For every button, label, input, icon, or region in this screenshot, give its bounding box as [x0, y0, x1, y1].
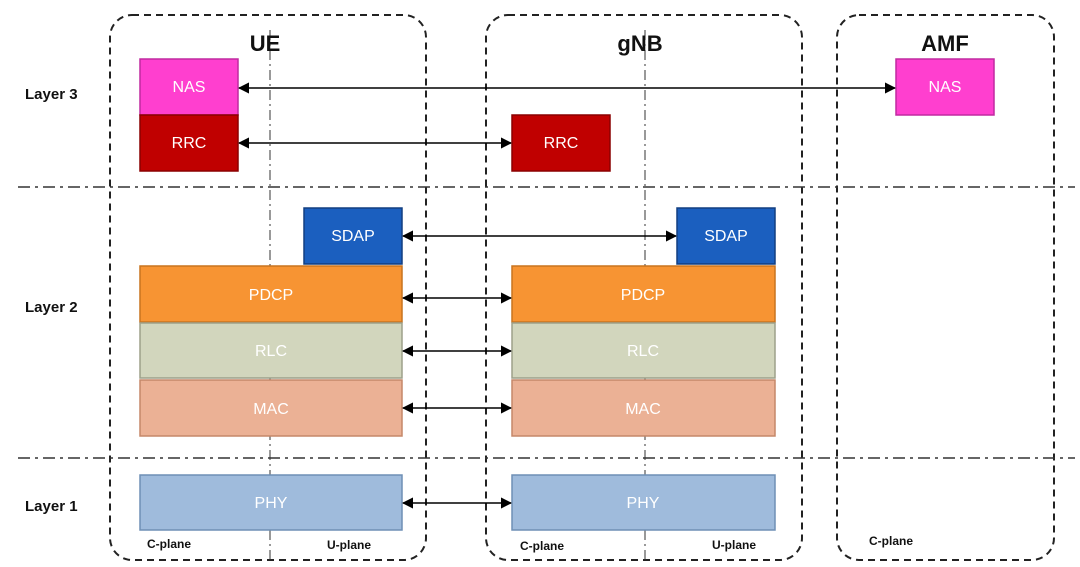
gnb-sdap-box: SDAP [676, 207, 776, 265]
gnb-rrc-label: RRC [544, 135, 579, 152]
ue-rlc-label: RLC [255, 343, 287, 360]
amf-nas-label: NAS [929, 79, 962, 96]
ue-phy-box: PHY [139, 474, 403, 531]
ue-nas-box: NAS [139, 58, 239, 116]
ue-uplane-label: U-plane [327, 538, 371, 552]
ue-mac-box: MAC [139, 379, 403, 437]
ue-sdap-label: SDAP [331, 228, 375, 245]
ue-rlc-box: RLC [139, 322, 403, 379]
gnb-rlc-label: RLC [627, 343, 659, 360]
ue-phy-label: PHY [255, 495, 288, 512]
gnb-mac-rect [511, 379, 776, 437]
gnb-sdap-label: SDAP [704, 228, 748, 245]
ue-pdcp-box: PDCP [139, 265, 403, 323]
layer2-label: Layer 2 [25, 299, 78, 316]
gnb-container [485, 14, 803, 561]
amf-title: AMF [921, 31, 969, 56]
ue-phy-rect [139, 474, 403, 531]
gnb-title: gNB [617, 31, 662, 56]
gnb-uplane-label: U-plane [712, 538, 756, 552]
ue-mac-rect [139, 379, 403, 437]
gnb-phy-box: PHY [511, 474, 776, 531]
gnb-rlc-rect [511, 322, 776, 379]
gnb-rrc-box: RRC [511, 114, 611, 172]
gnb-rrc-rect [511, 114, 611, 172]
amf-nas-box: NAS [895, 58, 995, 116]
ue-mac-label: MAC [253, 401, 289, 418]
layer1-label: Layer 1 [25, 498, 78, 515]
ue-cplane-label: C-plane [147, 537, 191, 551]
ue-pdcp-label: PDCP [249, 287, 293, 304]
ue-rrc-label: RRC [172, 135, 207, 152]
ue-sdap-box: SDAP [303, 207, 403, 265]
gnb-cplane-label: C-plane [520, 539, 564, 553]
gnb-phy-rect [511, 474, 776, 531]
gnb-sdap-rect [676, 207, 776, 265]
gnb-pdcp-box: PDCP [511, 265, 776, 323]
gnb-mac-label: MAC [625, 401, 661, 418]
amf-nas-rect [895, 58, 995, 116]
ue-nas-rect [139, 58, 239, 116]
gnb-rlc-box: RLC [511, 322, 776, 379]
layer3-label: Layer 3 [25, 86, 78, 103]
ue-nas-label: NAS [173, 79, 206, 96]
gnb-pdcp-rect [511, 265, 776, 323]
gnb-pdcp-label: PDCP [621, 287, 665, 304]
ue-container [109, 14, 427, 561]
gnb-mac-box: MAC [511, 379, 776, 437]
amf-container [836, 14, 1055, 561]
ue-rrc-rect [139, 114, 239, 172]
ue-title: UE [250, 31, 281, 56]
ue-rrc-box: RRC [139, 114, 239, 172]
gnb-phy-label: PHY [627, 495, 660, 512]
amf-cplane-label: C-plane [869, 534, 913, 548]
